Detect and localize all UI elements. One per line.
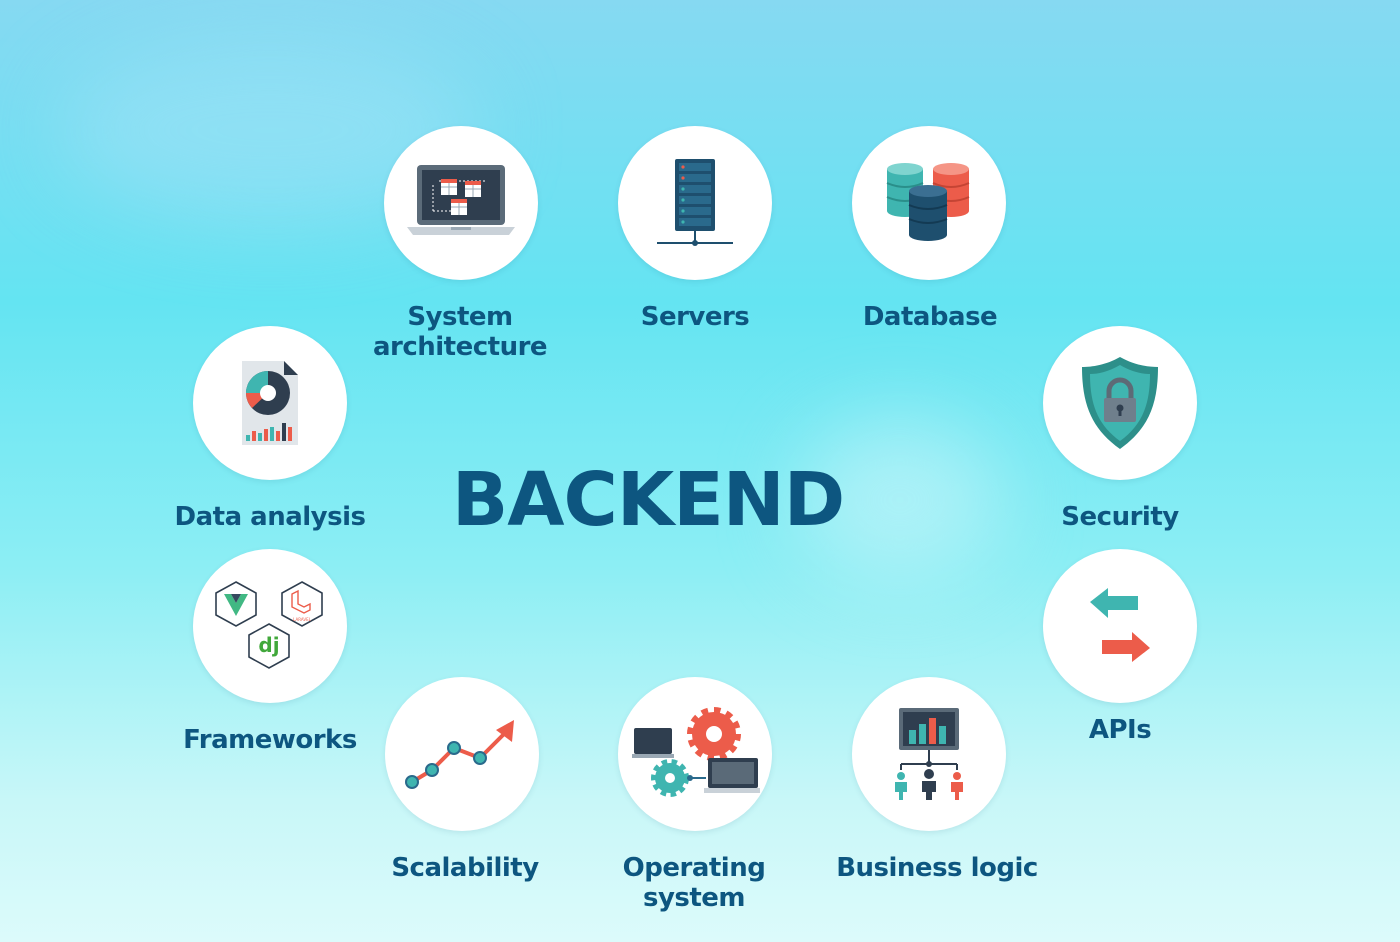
laravel-logo-icon: LARAVEL <box>281 581 323 627</box>
database-cylinder-navy <box>908 185 948 241</box>
exchange-arrows-icon <box>1090 588 1150 662</box>
person-icon <box>951 772 963 800</box>
scalability-node <box>385 677 539 831</box>
security-label: Security <box>1061 502 1179 532</box>
system-architecture-label: System architecture <box>372 302 548 362</box>
apis-label: APIs <box>1088 715 1152 745</box>
servers-node <box>618 126 772 280</box>
person-icon <box>895 772 907 800</box>
business-logic-label: Business logic <box>836 853 1038 883</box>
operating-system-label-line1: Operating <box>622 853 766 883</box>
operating-system-label-line2: system <box>642 883 746 913</box>
framework-logos-icon: LARAVEL dj <box>215 581 323 669</box>
vue-logo-icon <box>215 581 257 627</box>
server-rack-icon <box>657 159 733 246</box>
org-chart-icon <box>895 708 963 800</box>
person-icon <box>922 769 936 800</box>
security-node <box>1043 326 1197 480</box>
system-architecture-label-line2: architecture <box>372 332 548 362</box>
django-logo-text: dj <box>258 633 279 657</box>
database-label: Database <box>862 302 998 332</box>
database-stacks-icon <box>886 163 970 241</box>
data-analysis-node <box>193 326 347 480</box>
servers-label: Servers <box>640 302 750 332</box>
data-analysis-label: Data analysis <box>174 502 366 532</box>
system-architecture-label-line1: System <box>407 302 513 332</box>
small-gear-icon <box>651 759 689 797</box>
django-logo-icon: dj <box>248 623 290 669</box>
laptop-blueprint-icon <box>407 165 515 235</box>
frameworks-label: Frameworks <box>183 725 357 755</box>
report-chart-icon <box>242 361 298 445</box>
shield-lock-icon <box>1082 357 1158 449</box>
database-node <box>852 126 1006 280</box>
large-gear-icon <box>687 707 741 761</box>
business-logic-node <box>852 677 1006 831</box>
frameworks-node: LARAVEL dj <box>193 549 347 703</box>
growth-trend-icon <box>405 720 514 789</box>
diagram-title: BACKEND <box>451 457 845 543</box>
system-architecture-node <box>384 126 538 280</box>
gears-computers-icon <box>632 707 760 797</box>
scalability-label: Scalability <box>391 853 539 883</box>
apis-node <box>1043 549 1197 703</box>
operating-system-label: Operating system <box>623 853 766 913</box>
operating-system-node <box>618 677 772 831</box>
laravel-logo-text: LARAVEL <box>293 617 311 622</box>
